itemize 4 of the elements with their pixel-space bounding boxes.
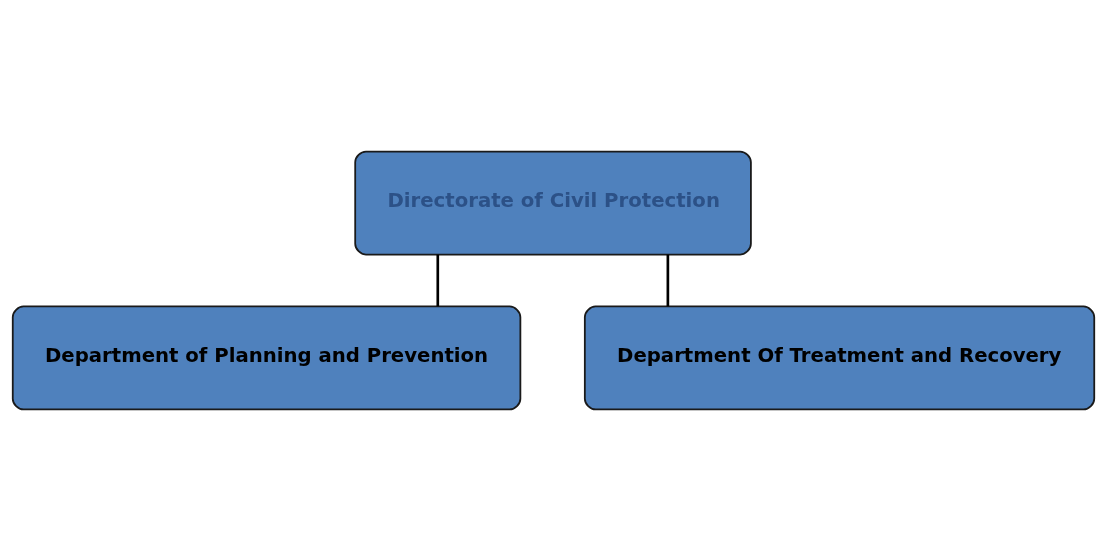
connector (436, 254, 440, 306)
node-box: Department of Planning and Prevention (11, 305, 522, 410)
node-box: Department Of Treatment and Recovery (583, 305, 1096, 410)
connector (666, 254, 670, 306)
